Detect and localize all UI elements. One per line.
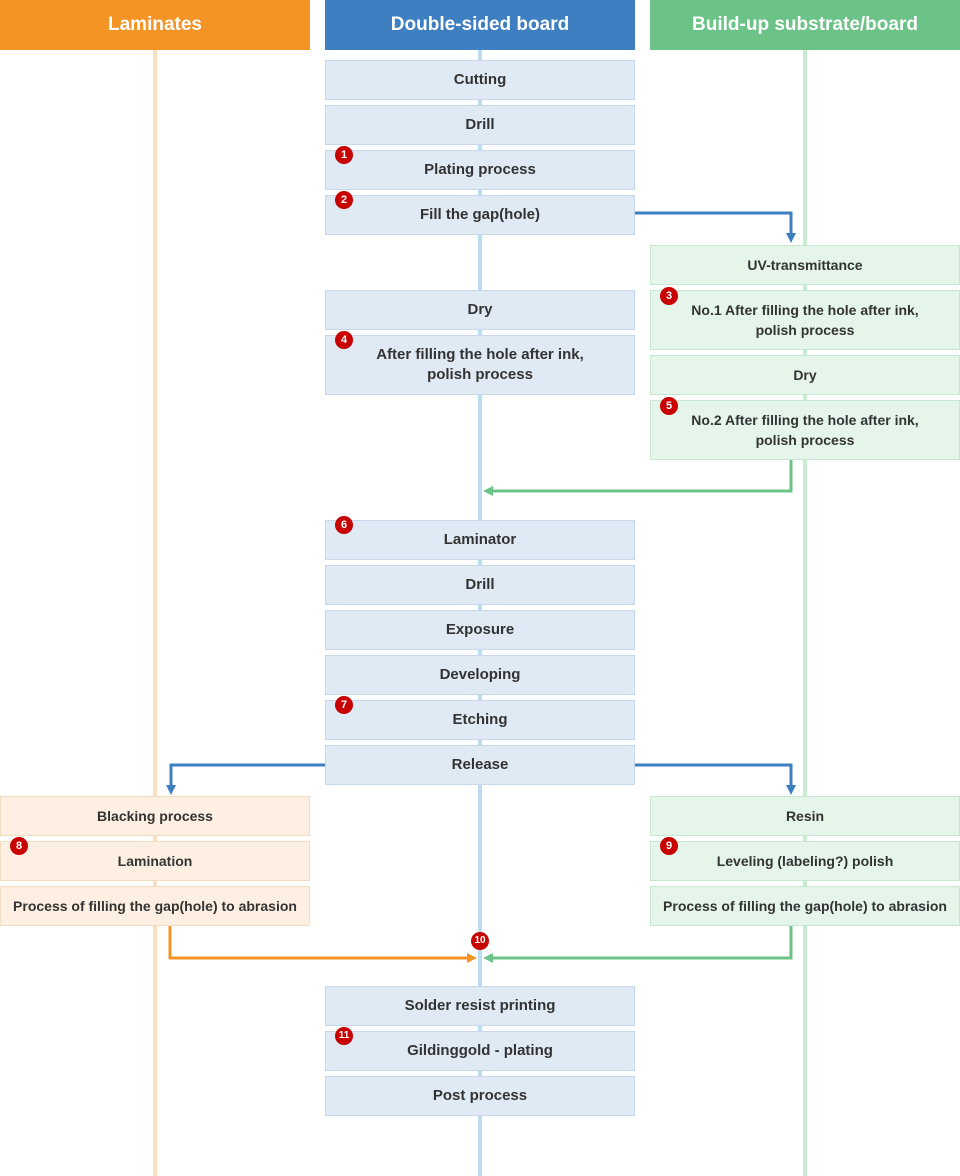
badge-5: 5 xyxy=(660,397,678,415)
arrow-laminates-merge xyxy=(168,926,477,963)
arrow-to-uv xyxy=(635,211,796,243)
step-gilding-gold-plating: Gildinggold - plating xyxy=(325,1031,635,1071)
step-polish-center: After filling the hole after ink, polish… xyxy=(325,335,635,395)
arrow-to-blacking xyxy=(166,763,325,795)
step-developing: Developing xyxy=(325,655,635,695)
badge-3: 3 xyxy=(660,287,678,305)
step-no2-polish: No.2 After filling the hole after ink, p… xyxy=(650,400,960,460)
step-resin: Resin xyxy=(650,796,960,836)
buildup-lane-line xyxy=(803,50,807,1176)
step-fill-the-gap: Fill the gap(hole) xyxy=(325,195,635,235)
badge-8: 8 xyxy=(10,837,28,855)
step-dry-center: Dry xyxy=(325,290,635,330)
step-drill-2: Drill xyxy=(325,565,635,605)
step-solder-resist-printing: Solder resist printing xyxy=(325,986,635,1026)
step-uv-transmittance: UV-transmittance xyxy=(650,245,960,285)
arrow-to-resin xyxy=(635,763,796,795)
step-leveling-polish: Leveling (labeling?) polish xyxy=(650,841,960,881)
arrow-buildup-merge xyxy=(483,926,793,963)
badge-9: 9 xyxy=(660,837,678,855)
step-etching: Etching xyxy=(325,700,635,740)
step-fill-abrasion-right: Process of filling the gap(hole) to abra… xyxy=(650,886,960,926)
step-release: Release xyxy=(325,745,635,785)
step-post-process: Post process xyxy=(325,1076,635,1116)
badge-6: 6 xyxy=(335,516,353,534)
arrow-buildup-return xyxy=(483,460,793,496)
step-lamination: Lamination xyxy=(0,841,310,881)
step-blacking-process: Blacking process xyxy=(0,796,310,836)
laminates-header: Laminates xyxy=(0,0,310,50)
double-sided-board-header: Double-sided board xyxy=(325,0,635,50)
step-dry-right: Dry xyxy=(650,355,960,395)
step-laminator: Laminator xyxy=(325,520,635,560)
badge-7: 7 xyxy=(335,696,353,714)
badge-11: 11 xyxy=(335,1027,353,1045)
step-plating-process: Plating process xyxy=(325,150,635,190)
badge-10: 10 xyxy=(471,932,489,950)
step-no1-polish: No.1 After filling the hole after ink, p… xyxy=(650,290,960,350)
badge-1: 1 xyxy=(335,146,353,164)
step-exposure: Exposure xyxy=(325,610,635,650)
badge-4: 4 xyxy=(335,331,353,349)
step-cutting: Cutting xyxy=(325,60,635,100)
step-drill-1: Drill xyxy=(325,105,635,145)
step-fill-abrasion-left: Process of filling the gap(hole) to abra… xyxy=(0,886,310,926)
badge-2: 2 xyxy=(335,191,353,209)
buildup-substrate-header: Build-up substrate/board xyxy=(650,0,960,50)
laminates-lane-line xyxy=(153,50,157,1176)
